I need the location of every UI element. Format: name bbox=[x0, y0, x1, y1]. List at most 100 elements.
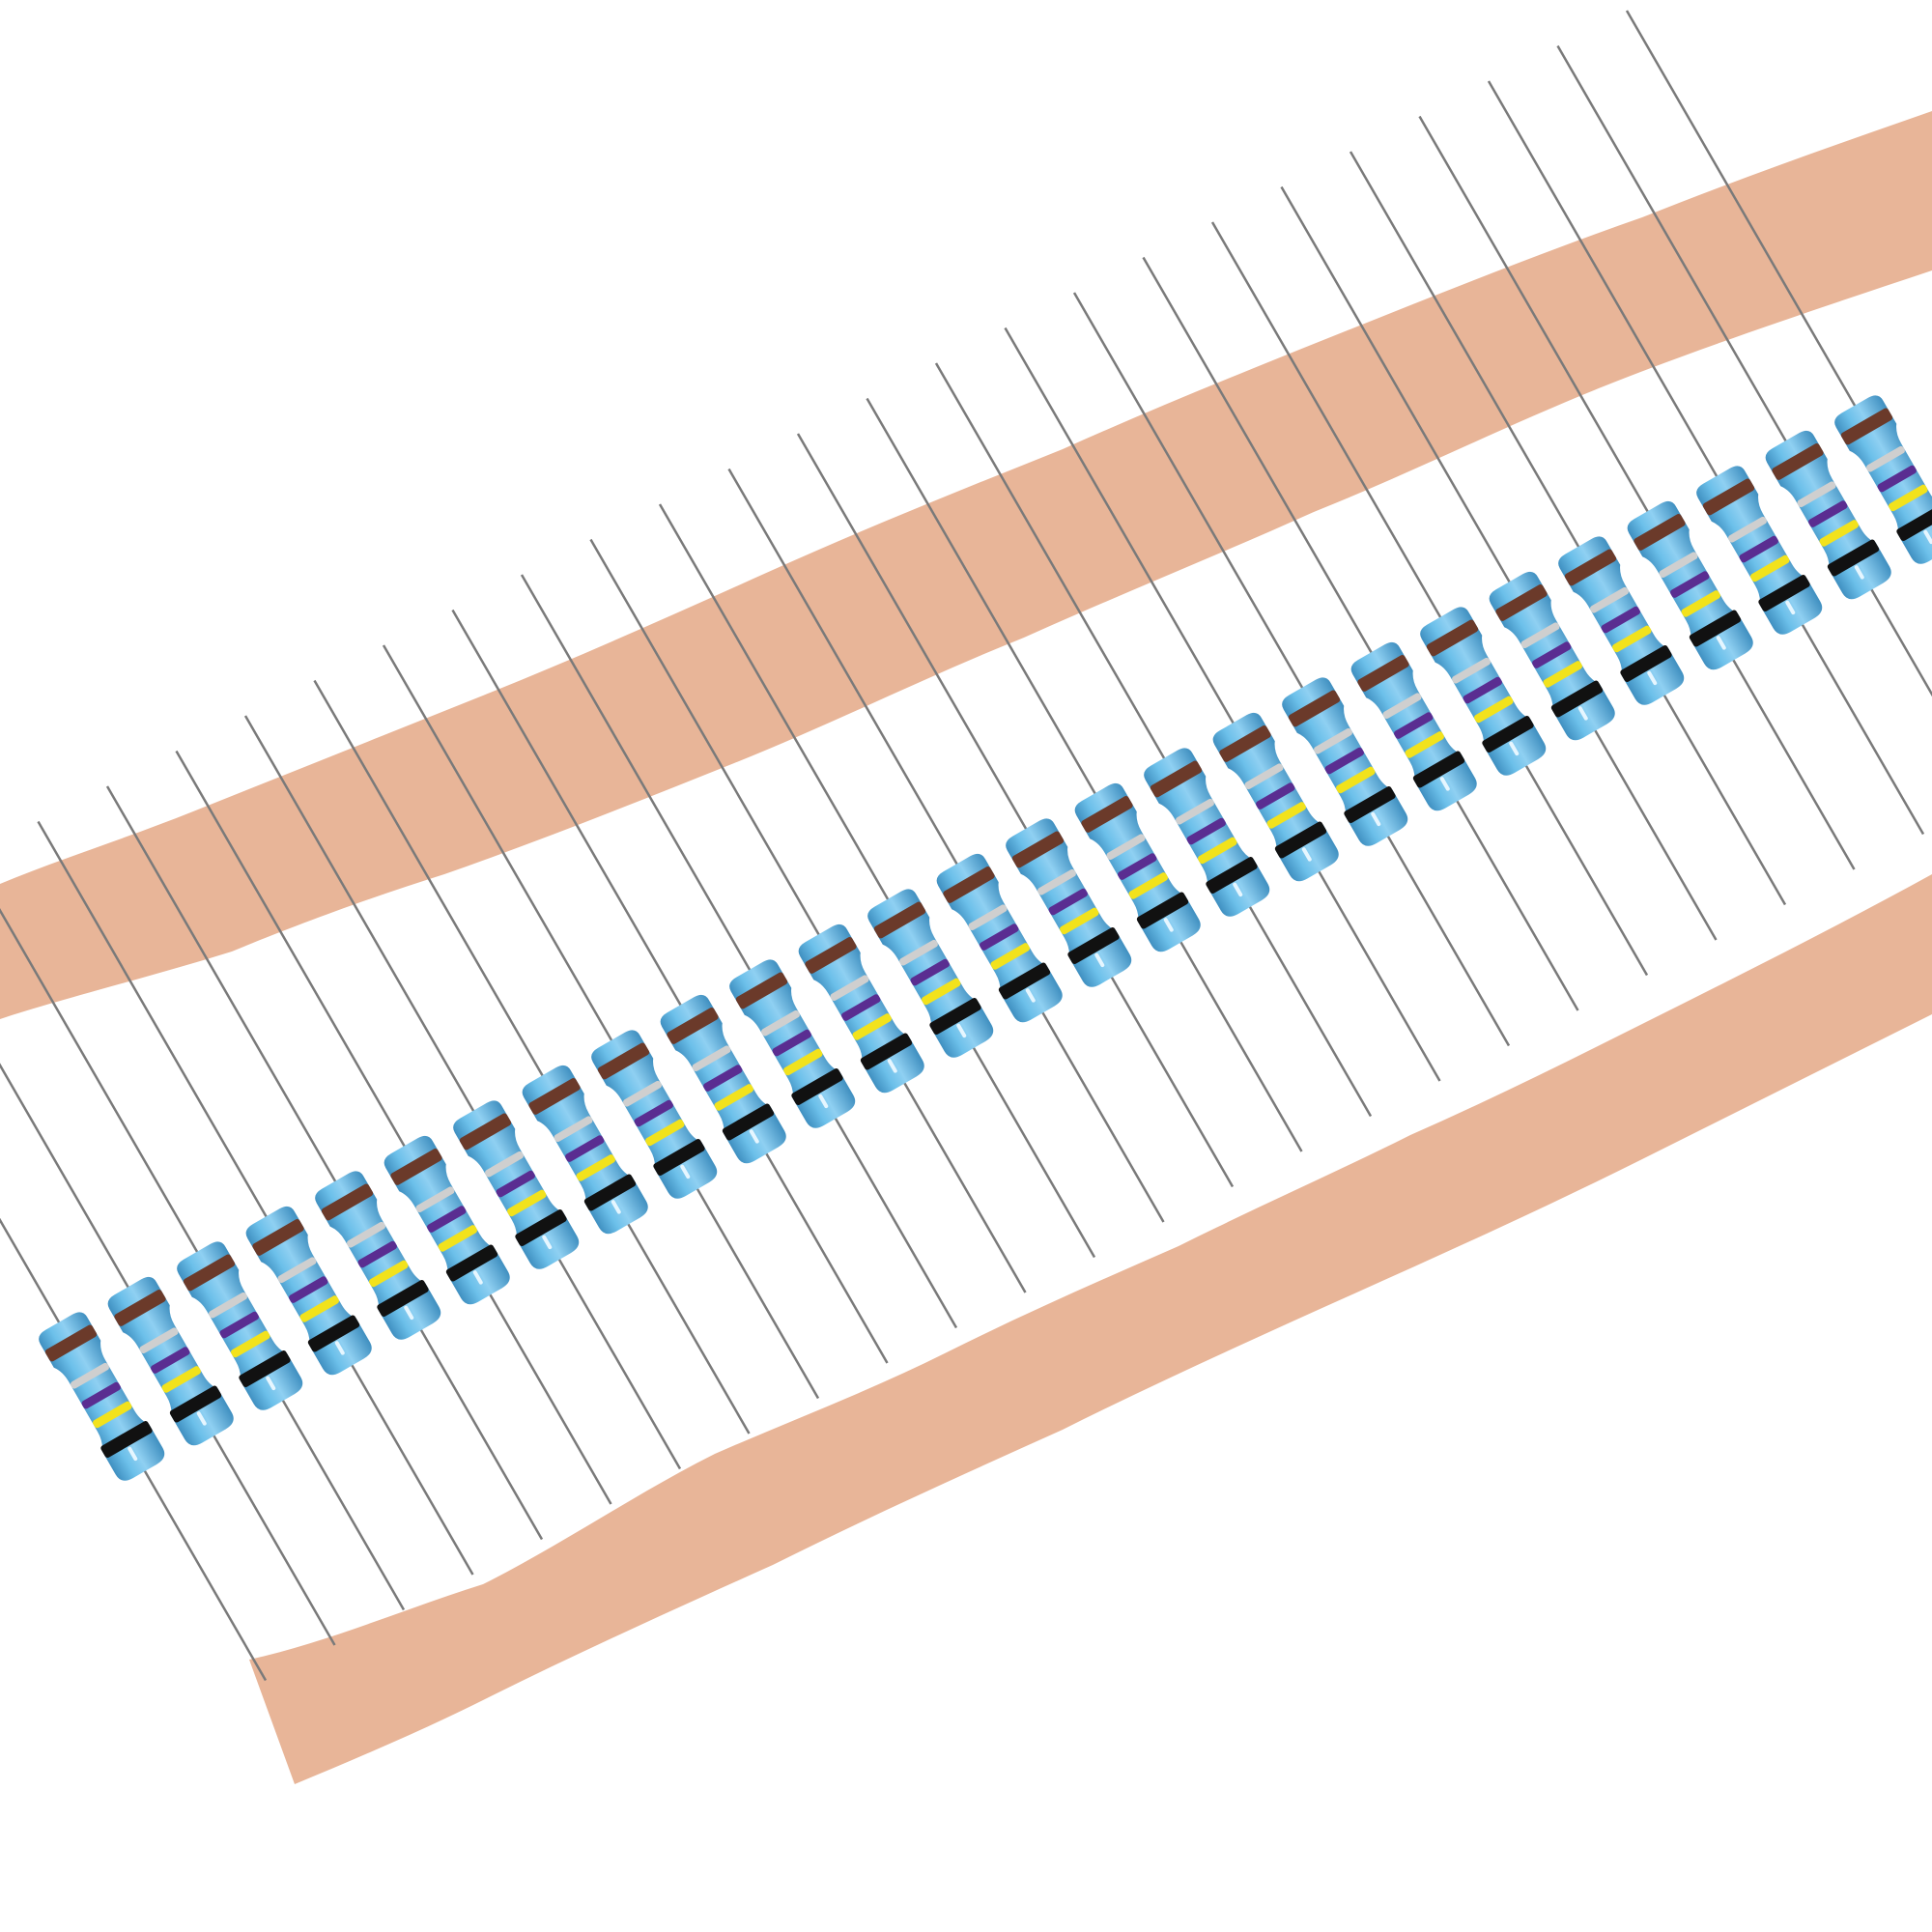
color-band-black bbox=[722, 1103, 775, 1141]
resistor bbox=[313, 679, 751, 1435]
body-highlight bbox=[680, 1164, 691, 1179]
color-band-yellow bbox=[1612, 625, 1652, 653]
resistor bbox=[1556, 44, 1932, 800]
lead-wire bbox=[658, 503, 1096, 1259]
resistor bbox=[382, 644, 820, 1400]
resistor bbox=[105, 785, 544, 1541]
resistor bbox=[934, 362, 1373, 1118]
resistor bbox=[451, 609, 889, 1364]
color-band-grey bbox=[1590, 586, 1629, 613]
color-band-brown bbox=[114, 1289, 166, 1326]
resistor bbox=[1349, 151, 1787, 906]
color-band-black bbox=[377, 1280, 429, 1317]
color-band-yellow bbox=[369, 1260, 409, 1288]
body-highlight bbox=[472, 1270, 483, 1285]
color-band-grey bbox=[899, 939, 938, 966]
body-highlight bbox=[1923, 529, 1932, 545]
color-band-grey bbox=[1452, 657, 1491, 684]
body-highlight bbox=[1094, 952, 1105, 968]
body-highlight bbox=[1716, 636, 1726, 650]
resistor bbox=[0, 926, 268, 1682]
lead-wire bbox=[1487, 80, 1925, 836]
lead-wire bbox=[520, 574, 958, 1329]
color-band-grey bbox=[71, 1362, 109, 1389]
color-band-violet bbox=[980, 923, 1019, 951]
lead-wire bbox=[37, 820, 474, 1576]
color-band-brown bbox=[528, 1077, 581, 1115]
body-highlight bbox=[128, 1446, 138, 1462]
lead-wire bbox=[1625, 10, 1932, 765]
color-band-black bbox=[1620, 645, 1672, 682]
color-band-brown bbox=[1634, 513, 1686, 551]
color-band-yellow bbox=[1681, 590, 1720, 617]
color-band-black bbox=[1274, 821, 1327, 859]
lead-wire bbox=[727, 468, 1165, 1223]
color-band-grey bbox=[415, 1186, 455, 1213]
resistor-row bbox=[0, 10, 1932, 1682]
lead-wire bbox=[1142, 256, 1579, 1011]
color-band-brown bbox=[1495, 583, 1548, 621]
resistor bbox=[1004, 327, 1441, 1082]
lead-wire bbox=[1418, 115, 1856, 870]
color-band-grey bbox=[1176, 798, 1214, 825]
color-band-brown bbox=[1288, 690, 1341, 727]
body-highlight bbox=[334, 1341, 345, 1355]
color-band-yellow bbox=[1266, 802, 1306, 829]
color-band-violet bbox=[151, 1347, 190, 1374]
color-band-brown bbox=[1081, 795, 1133, 833]
resistor bbox=[0, 891, 336, 1646]
color-band-black bbox=[1482, 716, 1534, 753]
color-band-grey bbox=[1659, 552, 1698, 579]
color-band-yellow bbox=[438, 1225, 477, 1252]
body-highlight bbox=[1439, 777, 1450, 791]
body-highlight bbox=[1025, 988, 1036, 1003]
color-band-brown bbox=[1772, 442, 1824, 480]
color-band-black bbox=[653, 1139, 705, 1176]
body-highlight bbox=[1301, 847, 1312, 862]
color-band-black bbox=[1412, 751, 1465, 788]
resistor bbox=[1625, 10, 1932, 765]
color-band-violet bbox=[1186, 817, 1226, 845]
color-band-violet bbox=[1118, 853, 1157, 880]
color-band-grey bbox=[554, 1116, 593, 1143]
color-band-violet bbox=[841, 994, 881, 1021]
color-band-black bbox=[929, 998, 981, 1035]
lead-wire bbox=[243, 715, 682, 1470]
color-band-grey bbox=[761, 1009, 800, 1037]
resistor bbox=[37, 820, 474, 1576]
color-band-yellow bbox=[645, 1119, 685, 1147]
color-band-grey bbox=[1728, 516, 1767, 543]
color-band-grey bbox=[277, 1257, 317, 1284]
color-band-black bbox=[1206, 857, 1258, 894]
color-band-brown bbox=[1011, 831, 1065, 868]
color-band-brown bbox=[1840, 408, 1893, 445]
color-band-black bbox=[169, 1385, 222, 1423]
color-band-grey bbox=[1106, 834, 1146, 861]
color-band-yellow bbox=[783, 1048, 823, 1076]
color-band-yellow bbox=[1543, 661, 1582, 688]
color-band-grey bbox=[1244, 763, 1284, 790]
lead-wire bbox=[1072, 292, 1511, 1047]
color-band-yellow bbox=[1336, 766, 1376, 794]
color-band-yellow bbox=[1889, 484, 1928, 512]
body-highlight bbox=[1577, 706, 1588, 721]
color-band-yellow bbox=[1128, 872, 1168, 899]
body-highlight bbox=[611, 1200, 621, 1214]
color-band-black bbox=[998, 962, 1051, 1000]
body-highlight bbox=[196, 1411, 207, 1426]
lead-wire bbox=[1556, 44, 1932, 800]
color-band-brown bbox=[321, 1183, 374, 1221]
body-highlight bbox=[887, 1059, 897, 1073]
color-band-brown bbox=[1357, 654, 1409, 692]
color-band-grey bbox=[692, 1045, 731, 1072]
resistor bbox=[658, 503, 1096, 1259]
resistor bbox=[866, 397, 1303, 1152]
lead-wire bbox=[1349, 151, 1787, 906]
body-highlight bbox=[818, 1094, 829, 1109]
lead-wire bbox=[866, 397, 1303, 1152]
lead-wire bbox=[934, 362, 1373, 1118]
resistor bbox=[243, 715, 682, 1470]
color-band-brown bbox=[735, 972, 788, 1009]
resistor bbox=[0, 856, 406, 1611]
resistor bbox=[520, 574, 958, 1329]
